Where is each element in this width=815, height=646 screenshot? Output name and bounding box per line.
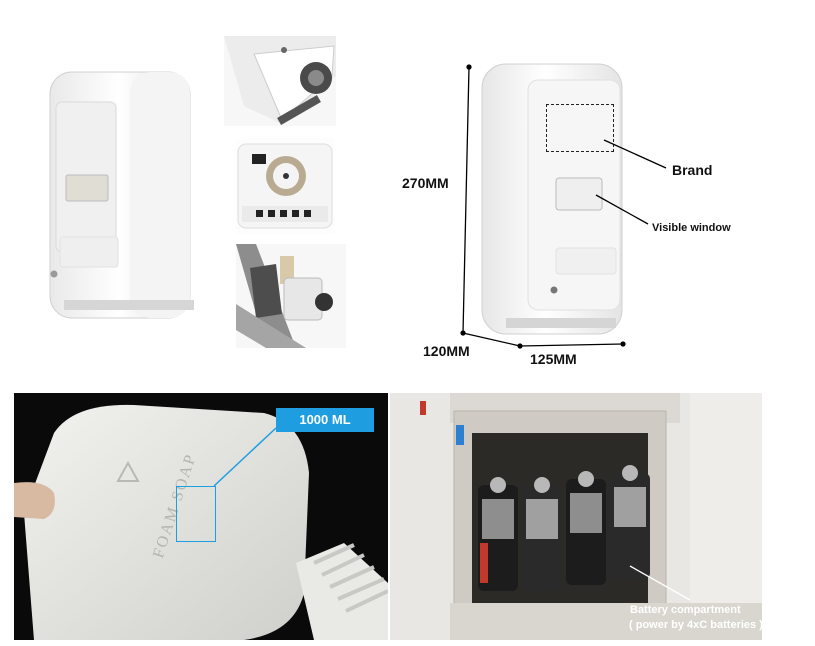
dispenser-front-photo [40, 62, 200, 324]
dispenser-mechanism-photo [236, 244, 346, 348]
brand-label: Brand [672, 162, 713, 178]
dispenser-dimension-photo [476, 60, 630, 340]
battery-compartment-photo [390, 393, 762, 640]
capacity-highlight-box [176, 486, 216, 542]
height-dimension-label: 270MM [402, 175, 449, 191]
battery-label-line2: ( power by 4xC batteries ) [629, 619, 763, 631]
capacity-badge: 1000 ML [276, 408, 374, 432]
brand-area-box [546, 104, 614, 152]
width-dimension-label: 125MM [530, 351, 577, 367]
battery-label-line1: Battery compartment [630, 604, 741, 616]
dispenser-underside-photo [224, 36, 336, 126]
visible-window-label: Visible window [652, 222, 731, 234]
depth-dimension-label: 120MM [423, 343, 470, 359]
dispenser-pump-photo [236, 138, 334, 234]
